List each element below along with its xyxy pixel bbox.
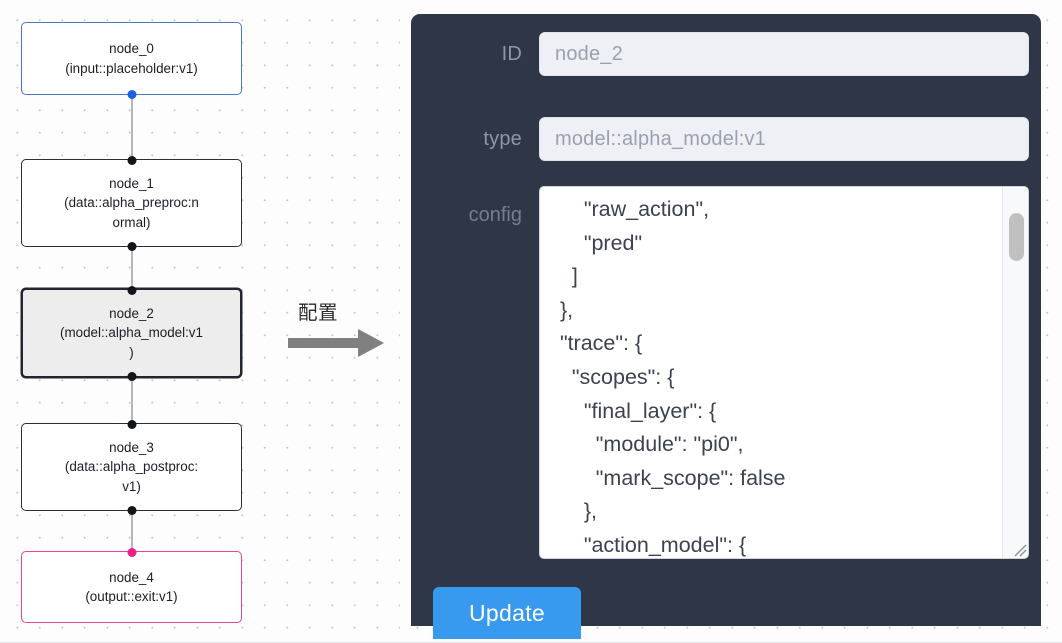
id-input[interactable]: node_2 bbox=[539, 32, 1029, 76]
edge-node0-node1 bbox=[131, 95, 133, 159]
type-field-label: type bbox=[483, 127, 522, 150]
node-config-panel: ID node_2 type model::alpha_model:v1 con… bbox=[411, 14, 1041, 639]
edge-node3-node4 bbox=[131, 511, 133, 551]
node-label: node_1 (data::alpha_preproc:n ormal) bbox=[64, 175, 199, 230]
arrow-label: 配置 bbox=[298, 301, 339, 324]
graph-node-node_2[interactable]: node_2 (model::alpha_model:v1 ) bbox=[21, 285, 242, 381]
node-label: node_2 (model::alpha_model:v1 ) bbox=[60, 305, 203, 360]
id-field-label: ID bbox=[501, 42, 522, 65]
graph-canvas[interactable]: node_0 (input::placeholder:v1) node_1 (d… bbox=[0, 0, 400, 643]
node-handle-top-icon[interactable] bbox=[127, 155, 136, 165]
field-row-type: type model::alpha_model:v1 bbox=[411, 117, 1041, 161]
graph-node-node_0[interactable]: node_0 (input::placeholder:v1) bbox=[21, 22, 242, 99]
update-button[interactable]: Update bbox=[433, 587, 581, 639]
graph-node-node_3[interactable]: node_3 (data::alpha_postproc: v1) bbox=[21, 419, 242, 515]
node-label: node_0 (input::placeholder:v1) bbox=[65, 41, 198, 76]
configure-arrow-group: 配置 bbox=[288, 296, 392, 364]
node-label: node_3 (data::alpha_postproc: v1) bbox=[64, 439, 199, 494]
node-handle-top-icon[interactable] bbox=[127, 547, 136, 557]
config-textarea-value: "raw_action", "pred" ] }, "trace": { "sc… bbox=[559, 197, 786, 557]
type-input[interactable]: model::alpha_model:v1 bbox=[539, 117, 1029, 161]
node-handle-bottom-icon[interactable] bbox=[127, 241, 136, 251]
resize-handle-icon[interactable] bbox=[1010, 540, 1027, 557]
config-scrollbar-thumb[interactable] bbox=[1009, 213, 1024, 261]
edge-node1-node2 bbox=[131, 247, 133, 288]
node-handle-bottom-icon[interactable] bbox=[127, 89, 136, 99]
config-field-label: config bbox=[468, 204, 522, 226]
node-handle-top-icon[interactable] bbox=[127, 285, 136, 295]
edge-node2-node3 bbox=[131, 378, 133, 423]
node-handle-bottom-icon[interactable] bbox=[127, 371, 136, 381]
field-row-id: ID node_2 bbox=[411, 32, 1041, 76]
node-label: node_4 (output::exit:v1) bbox=[85, 569, 178, 605]
node-handle-top-icon[interactable] bbox=[127, 419, 136, 429]
config-textarea[interactable]: "raw_action", "pred" ] }, "trace": { "sc… bbox=[539, 186, 1029, 559]
graph-node-node_4[interactable]: node_4 (output::exit:v1) bbox=[21, 547, 242, 623]
node-handle-bottom-icon[interactable] bbox=[127, 505, 136, 515]
graph-node-node_1[interactable]: node_1 (data::alpha_preproc:n ormal) bbox=[21, 155, 242, 251]
right-arrow-icon bbox=[288, 329, 384, 357]
config-scrollbar[interactable] bbox=[1002, 187, 1028, 558]
